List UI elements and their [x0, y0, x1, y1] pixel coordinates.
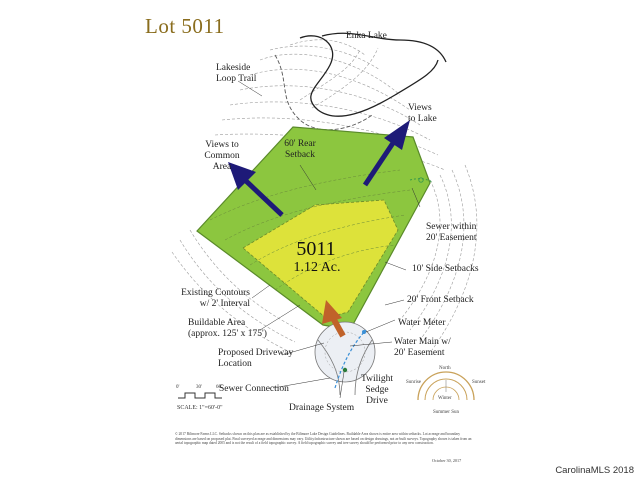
arrow-views-lake [362, 120, 410, 187]
contours-line-1: Existing Contours [181, 288, 250, 298]
rear-setback-label: 60' Rear Setback [278, 139, 322, 161]
views-common-line-2: Common [204, 151, 240, 161]
compass-summer-label: Summer Sun [433, 410, 459, 415]
scale-tick-0: 0' [176, 385, 180, 390]
sewer-line [409, 178, 433, 183]
water-main-line-1: Water Main w/ [394, 337, 451, 347]
rear-setback-line-2: Setback [284, 150, 316, 160]
enka-lake-shoreline [299, 32, 447, 117]
footer-date: October 30, 2017 [432, 458, 462, 463]
buildable-line-2: (approx. 125' x 175') [188, 329, 267, 339]
scale-label: SCALE: 1"=60'-0" [177, 405, 223, 411]
compass-sunrise-label: Sunrise [406, 380, 421, 385]
views-common-line-3: Area [212, 162, 232, 172]
sewer-easement-label: Sewer within 20' Easement [426, 222, 477, 244]
lakeside-trail-line-2: Loop Trail [216, 74, 257, 84]
water-meter-label: Water Meter [398, 318, 446, 328]
views-common-label: Views to Common Area [200, 140, 244, 173]
contour-lines [171, 39, 478, 353]
contours-label: Existing Contours w/ 2' Interval [168, 288, 250, 310]
driveway-line-2: Location [218, 359, 252, 369]
water-main-label: Water Main w/ 20' Easement [394, 337, 451, 359]
lot-contours [209, 169, 411, 291]
compass-winter-label: Winter [438, 396, 452, 401]
drainage-marker [342, 367, 348, 373]
enka-lake-label: Enka Lake [346, 31, 387, 41]
side-setbacks-label: 10' Side Setbacks [412, 264, 479, 274]
arrow-views-common [228, 162, 284, 217]
buildable-line-1: Buildable Area [188, 318, 246, 328]
views-lake-line-1: Views [408, 103, 432, 113]
lakeside-trail-line-1: Lakeside [216, 63, 251, 73]
water-meter-marker [362, 330, 366, 334]
buildable-area [242, 199, 399, 319]
twilight-line-2: Sedge [365, 385, 389, 395]
mls-watermark: CarolinaMLS 2018 [555, 465, 634, 476]
footer-notes: © 2017 Biltmore Farms LLC. Setbacks show… [175, 432, 472, 446]
compass-north-label: North [439, 366, 451, 371]
rear-setback-line-1: 60' Rear [284, 139, 316, 149]
leader-lines [237, 80, 421, 399]
water-main-line [334, 329, 367, 389]
lakeside-loop-trail [274, 54, 373, 131]
buildable-area-label: Buildable Area (approx. 125' x 175') [188, 318, 267, 340]
drainage-system-label: Drainage System [289, 403, 355, 413]
water-main-line-2: 20' Easement [394, 348, 445, 358]
compass-sunset-label: Sunset [472, 380, 486, 385]
lot-title: Lot 5011 [145, 14, 225, 38]
lot-number: 5011 [296, 238, 336, 260]
sewer-manhole [418, 177, 424, 183]
sewer-easement-line-2: 20' Easement [426, 233, 477, 243]
lakeside-trail-label: Lakeside Loop Trail [216, 63, 256, 85]
driveway-arrow [322, 300, 346, 338]
sewer-easement-line-1: Sewer within [426, 222, 477, 232]
contours-line-2: w/ 2' Interval [199, 299, 250, 309]
views-lake-label: Views to Lake [408, 103, 437, 125]
twilight-line-3: Drive [366, 396, 388, 406]
lot-acreage: 1.12 Ac. [293, 260, 341, 275]
twilight-sedge-label: Twilight Sedge Drive [354, 374, 400, 407]
twilight-line-1: Twilight [360, 374, 394, 384]
views-lake-line-2: to Lake [408, 114, 437, 124]
sewer-connection-label: Sewer Connection [219, 384, 289, 394]
views-common-line-1: Views to [205, 140, 239, 150]
compass-sun-diagram [417, 371, 475, 401]
scale-tick-60: 60' [216, 385, 222, 390]
driveway-label: Proposed Driveway Location [218, 348, 293, 370]
front-setback-label: 20' Front Setback [407, 295, 474, 305]
driveway-line-1: Proposed Driveway [218, 348, 294, 358]
scale-tick-30: 30' [196, 385, 202, 390]
scale-bar [178, 392, 222, 399]
